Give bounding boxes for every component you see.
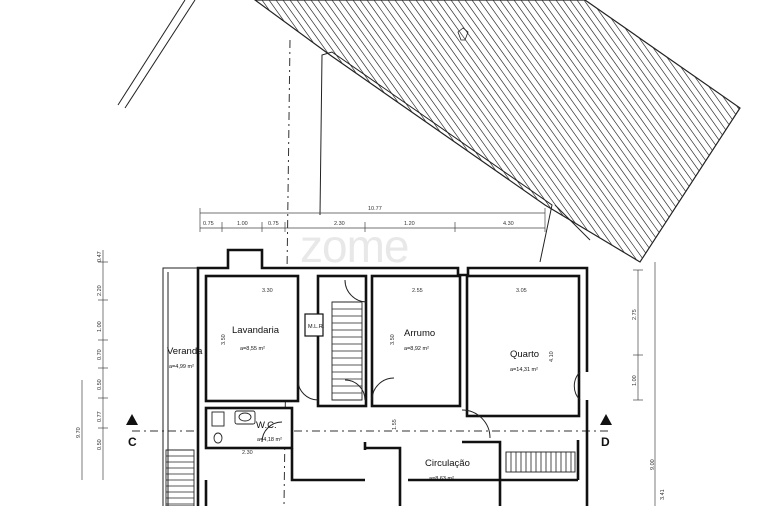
dim-room-width-3: 3.05 — [516, 288, 527, 294]
room-area-veranda: a=4,99 m² — [169, 364, 194, 370]
dim-room-width-1: 3.30 — [262, 288, 273, 294]
veranda-stairs — [165, 449, 195, 506]
dim-top-total: 10.77 — [368, 206, 382, 212]
svg-text:C: C — [128, 435, 137, 449]
room-name-lavandaria: Lavandaria — [232, 325, 280, 336]
room-area-circulacao: a=8,63 m² — [429, 476, 454, 482]
dim-top-seg-2: 1.00 — [237, 221, 248, 227]
dim-room-height-3: 4.10 — [549, 351, 555, 362]
room-name-arrumo: Arrumo — [404, 328, 435, 339]
dim-room-height-1: 3.50 — [221, 334, 227, 345]
dim-left-total: 9.70 — [76, 427, 82, 438]
wc-fixtures — [211, 410, 256, 444]
axis-line — [283, 39, 291, 506]
dim-right-2: 1.00 — [632, 375, 638, 386]
roof-hatched — [253, 0, 741, 263]
dim-left-2: 2.20 — [97, 285, 103, 296]
dim-top-seg-3: 0.75 — [268, 221, 279, 227]
dim-left-4: 0.70 — [97, 349, 103, 360]
lower-stairs — [505, 451, 576, 473]
dim-left-1: 0.47 — [97, 251, 103, 262]
interior-stairs — [331, 301, 363, 401]
dim-left-5: 0.50 — [97, 379, 103, 390]
room-name-wc: W.C. — [256, 420, 277, 431]
mla-label: M.L.R. — [308, 324, 325, 330]
dim-wc: 2.30 — [242, 450, 253, 456]
dim-left-6: 0.77 — [97, 411, 103, 422]
room-area-arrumo: a=8,92 m² — [404, 346, 429, 352]
section-marker-d: D — [600, 414, 612, 449]
dim-top-seg-5: 1.20 — [404, 221, 415, 227]
roof-outline — [117, 0, 591, 263]
dim-circulation: 1.55 — [392, 419, 398, 430]
dim-top-seg-6: 4.30 — [503, 221, 514, 227]
room-name-quarto: Quarto — [510, 349, 539, 360]
room-name-circulacao: Circulação — [425, 458, 470, 469]
dim-right-outer-2: 9.00 — [650, 459, 656, 470]
dim-top-seg-1: 0.75 — [203, 221, 214, 227]
dim-room-width-2: 2.55 — [412, 288, 423, 294]
section-marker-c: C — [126, 414, 138, 449]
dim-top-seg-4: 2.30 — [334, 221, 345, 227]
dim-room-height-2: 3.50 — [390, 334, 396, 345]
walls — [196, 248, 589, 506]
dim-right-1: 2.75 — [632, 309, 638, 320]
mla-box — [304, 313, 324, 337]
side-dimensions — [81, 250, 656, 506]
room-area-quarto: a=14,31 m² — [510, 367, 538, 373]
dim-left-7: 0.50 — [97, 439, 103, 450]
dim-left-3: 1.00 — [97, 321, 103, 332]
room-area-wc: a=4,18 m² — [257, 437, 282, 443]
svg-text:D: D — [601, 435, 610, 449]
dim-right-outer-1: 3.41 — [660, 489, 666, 500]
room-name-veranda: Veranda — [167, 346, 203, 357]
room-area-lavandaria: a=8,55 m² — [240, 346, 265, 352]
watermark: zome — [300, 220, 408, 272]
